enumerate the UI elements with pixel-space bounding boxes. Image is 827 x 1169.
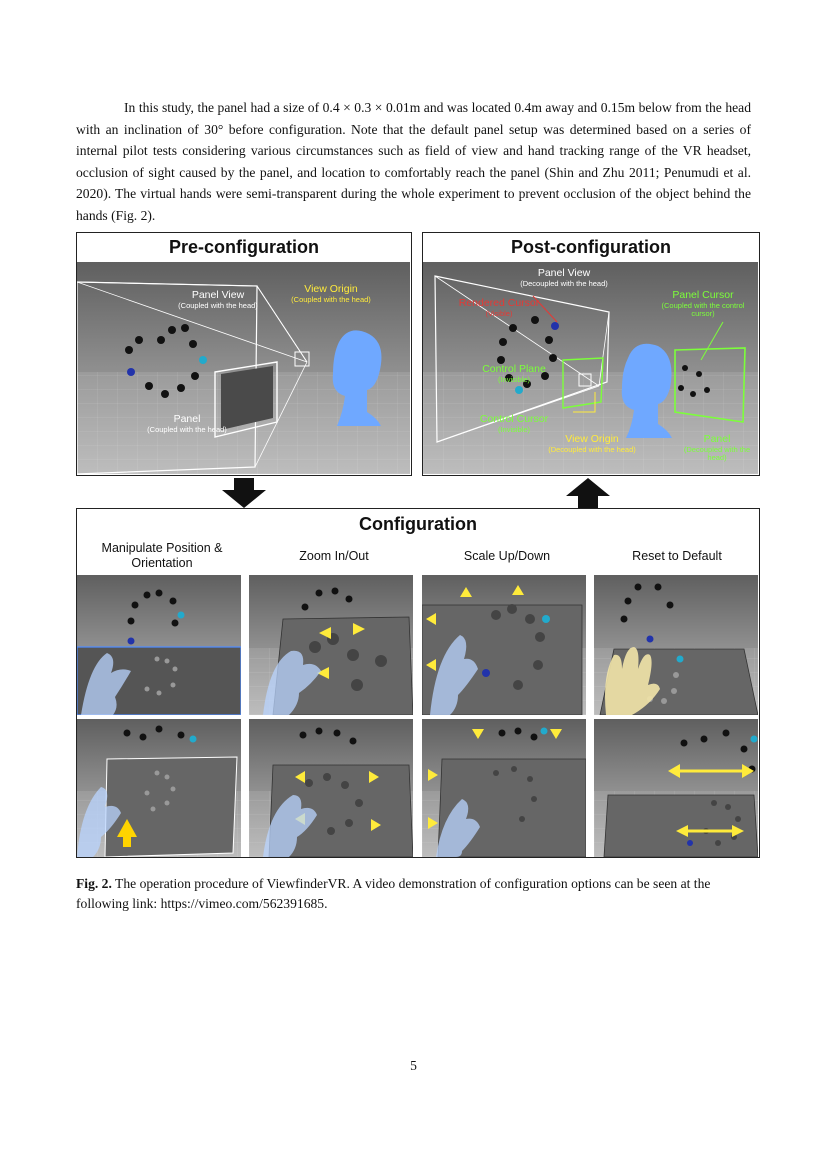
- pre-panel-sub: (Coupled with the head): [147, 424, 227, 434]
- reset-scene-1: [594, 575, 758, 715]
- scale-scene-2: [422, 719, 586, 857]
- post-view-origin-label: View Origin: [565, 433, 619, 445]
- col-zoom: Zoom In/Out: [299, 549, 369, 563]
- zoom-scene-1: [249, 575, 413, 715]
- panel-cursor-label: Panel Cursor: [672, 289, 734, 301]
- control-plane-sub: (Invisible): [497, 374, 531, 384]
- up-arrow-icon: [566, 478, 610, 508]
- post-panel-label: Panel: [703, 433, 731, 445]
- post-panel-sub: (Decoupled with the head): [683, 444, 751, 462]
- rendered-cursor-sub: (Visible): [485, 308, 513, 318]
- caption-text: The operation procedure of ViewfinderVR.…: [76, 876, 711, 911]
- pre-configuration-scene: Panel View (Coupled with the head) View …: [77, 262, 410, 474]
- post-view-origin-sub: (Decoupled with the head): [548, 444, 636, 454]
- pre-panel-view-label: Panel View: [191, 289, 245, 301]
- post-configuration-scene: Panel View (Decoupled with the head) Ren…: [423, 262, 758, 474]
- zoom-scene-2: [249, 719, 413, 857]
- control-cursor-sub: (Invisible): [497, 424, 531, 434]
- post-panel-view-sub: (Decoupled with the head): [520, 278, 608, 288]
- figure-2: Pre-configuration: [76, 232, 760, 858]
- post-panel-view-label: Panel View: [537, 267, 591, 279]
- control-plane-label: Control Plane: [482, 363, 546, 375]
- body-paragraph: In this study, the panel had a size of 0…: [76, 100, 751, 223]
- col-scale: Scale Up/Down: [463, 549, 551, 563]
- configuration-title: Configuration: [359, 514, 477, 534]
- pre-panel-label: Panel: [173, 413, 201, 425]
- col-manipulate: Manipulate Position & Orientation: [101, 541, 223, 570]
- post-configuration-title: Post-configuration: [511, 237, 671, 257]
- panel-cursor-sub: (Coupled with the control cursor): [661, 300, 745, 318]
- col-reset: Reset to Default: [632, 549, 722, 563]
- rendered-cursor-label: Rendered Cursor: [458, 297, 540, 309]
- caption-label: Fig. 2.: [76, 876, 112, 891]
- control-cursor-label: Control Cursor: [479, 413, 549, 425]
- pre-panel-view-sub: (Coupled with the head): [178, 300, 258, 310]
- manipulate-scene-2: [77, 719, 241, 857]
- scale-scene-1: [422, 575, 586, 715]
- pre-view-origin-sub: (Coupled with the head): [291, 294, 371, 304]
- page-number: 5: [410, 1058, 417, 1073]
- pre-configuration-panel: Pre-configuration: [76, 232, 412, 476]
- pre-configuration-title: Pre-configuration: [168, 237, 319, 257]
- figure-caption: Fig. 2. The operation procedure of Viewf…: [76, 874, 756, 914]
- manipulate-scene-1: [77, 575, 241, 715]
- reset-scene-2: [594, 719, 758, 857]
- configuration-panel: Configuration Manipulate Position & Orie…: [76, 508, 760, 858]
- down-arrow-icon: [222, 478, 266, 508]
- post-configuration-panel: Post-configuration: [422, 232, 760, 476]
- pre-view-origin-label: View Origin: [304, 283, 358, 295]
